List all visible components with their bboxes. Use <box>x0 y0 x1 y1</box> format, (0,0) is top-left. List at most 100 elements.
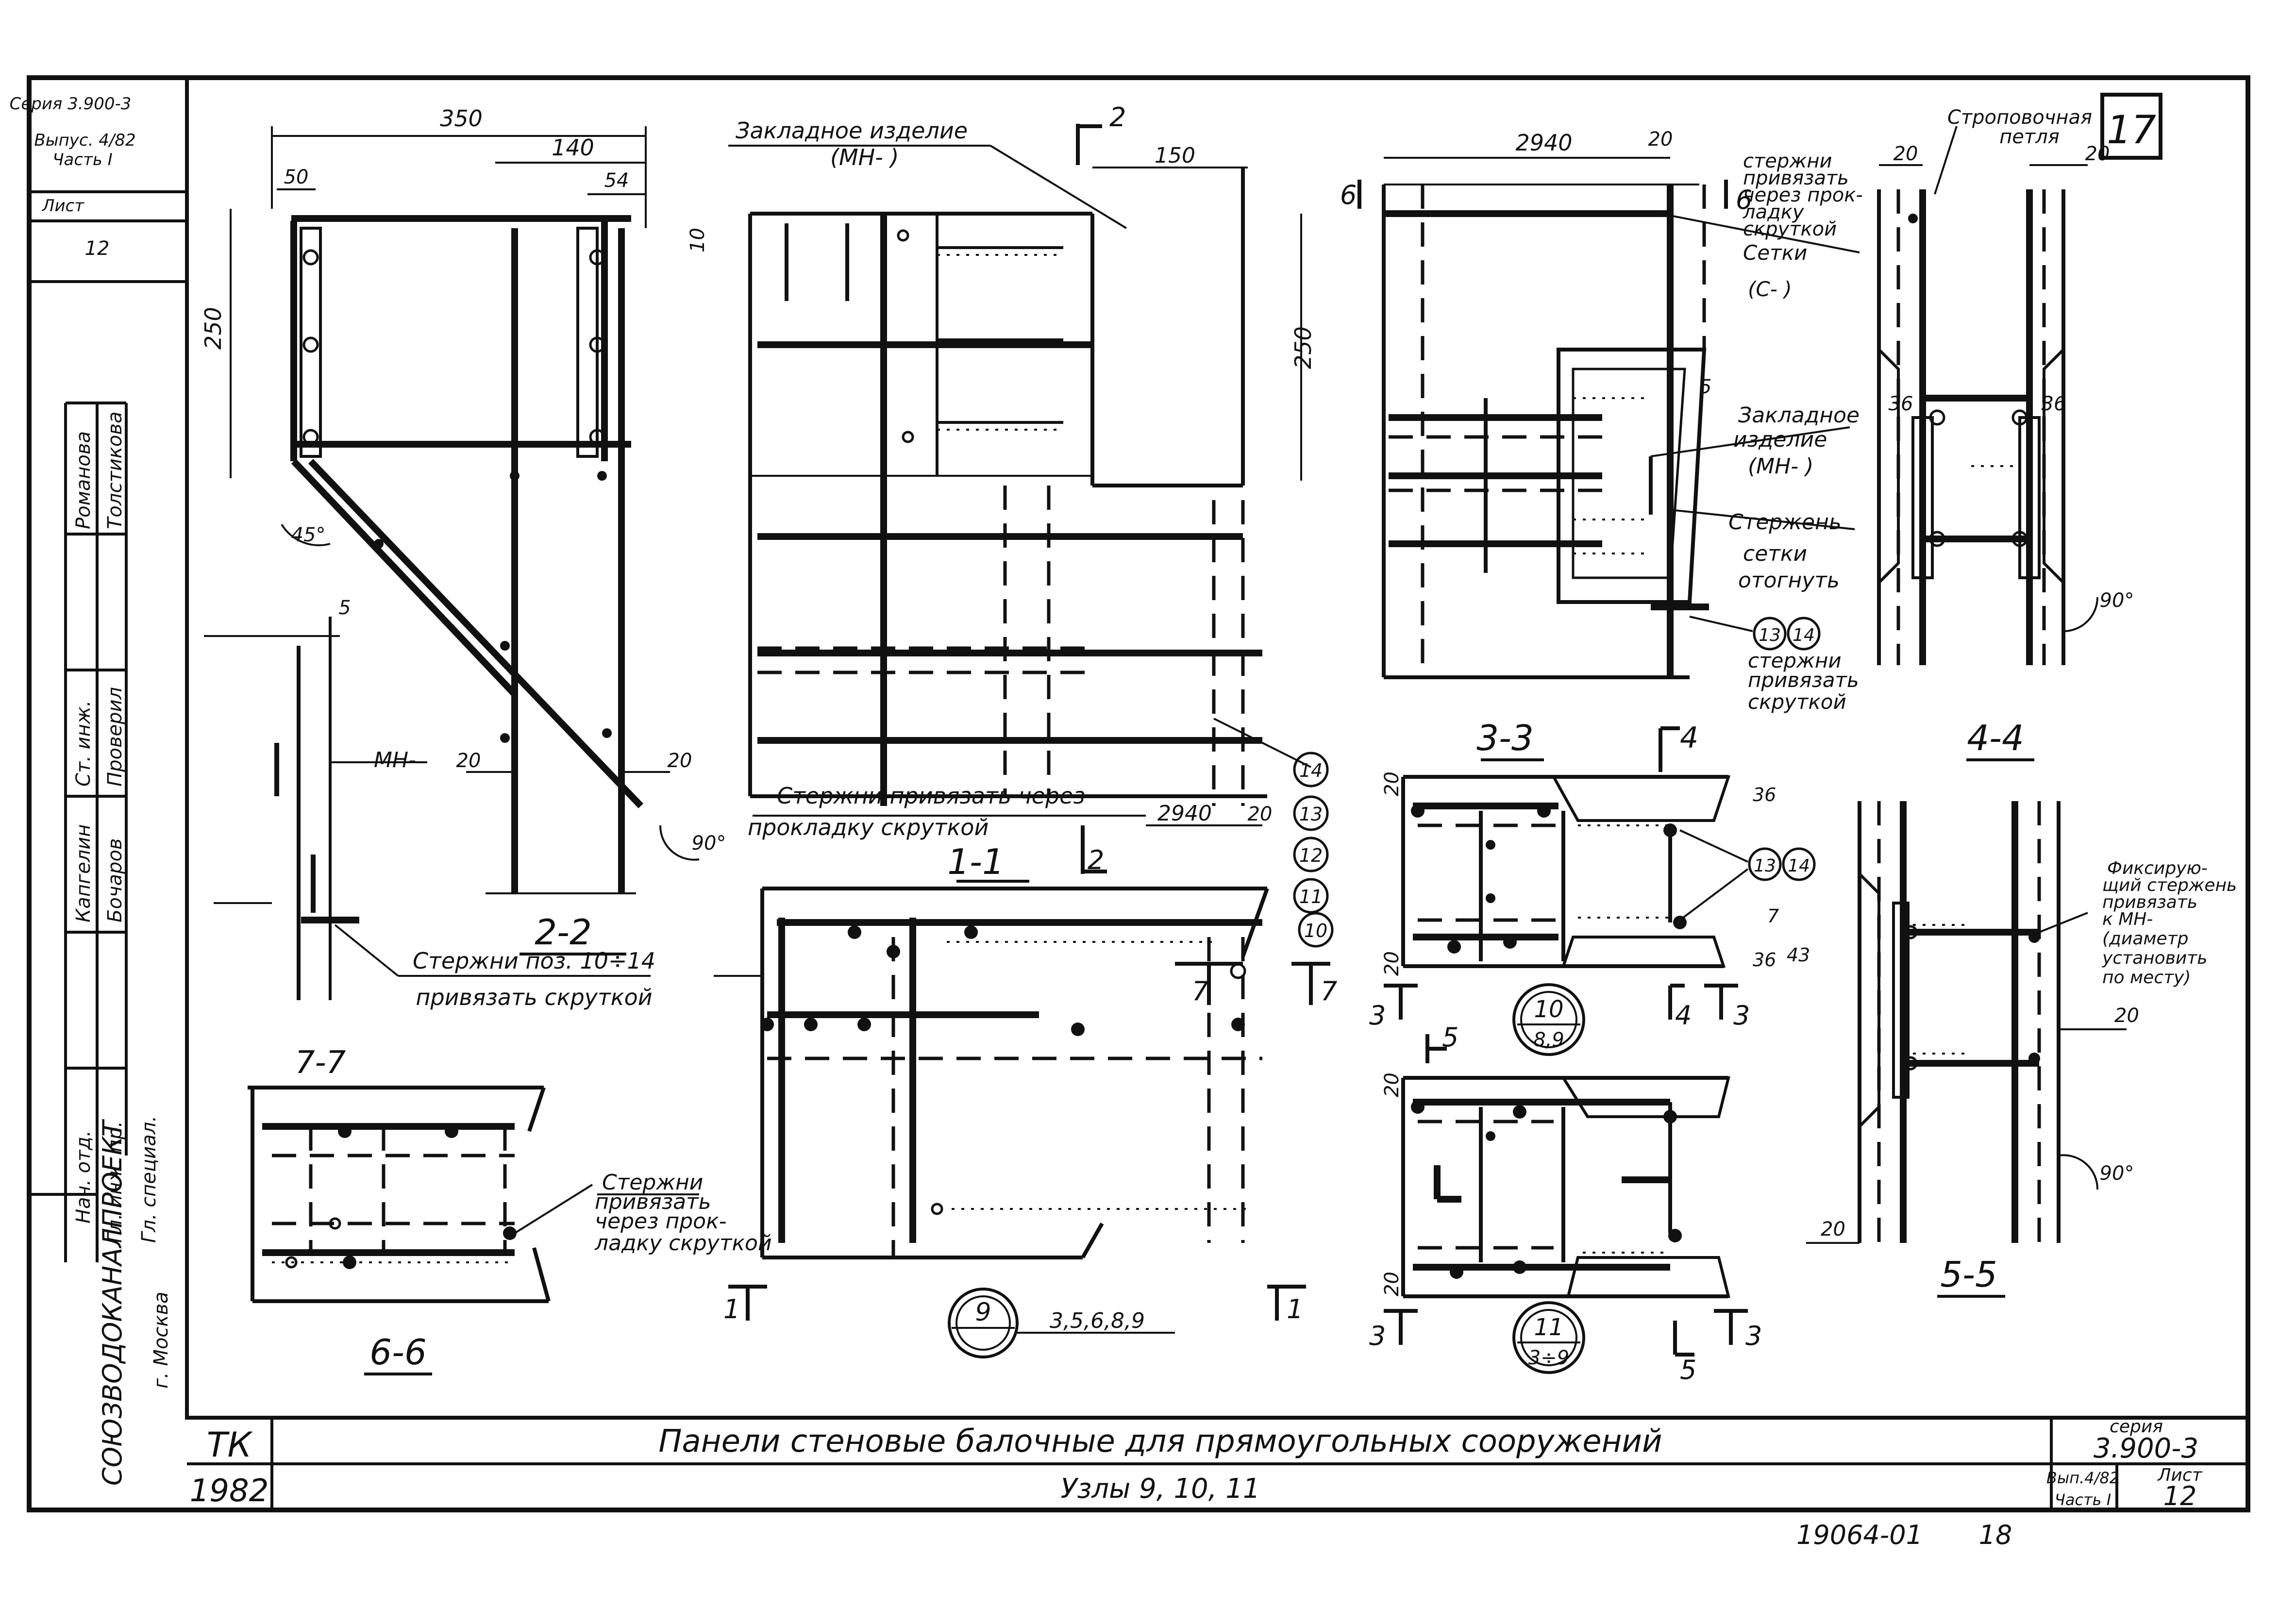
role-chief-eng: Гл. инж. пр. <box>104 1121 126 1243</box>
cut-mark-2-bottom: 2 <box>1088 845 1104 875</box>
node-label-11: 11 <box>1534 1314 1563 1341</box>
fix-note-6: по месту) <box>2102 968 2191 988</box>
loop-label-2: петля <box>1999 126 2060 148</box>
sec-mark-7-right: 7 <box>1321 976 1337 1006</box>
node-10-sub: 8,9 <box>1533 1029 1564 1051</box>
note-77-3: ладку скруткой <box>594 1231 772 1256</box>
stamp-sheet-value: 12 <box>85 237 110 260</box>
dim-n10-c: 7 <box>1767 905 1779 927</box>
role-checked: Проверил <box>104 687 126 787</box>
fix-note-4: (диаметр <box>2102 929 2189 949</box>
callout-14: 14 <box>1299 760 1323 781</box>
dim-44-e2: 20 <box>2085 143 2110 165</box>
dim-44-e1: 20 <box>1894 143 1918 165</box>
rod-33-2: отогнуть <box>1738 568 1840 593</box>
embedded-item-code: (МН- ) <box>830 144 899 170</box>
note-33-b0: стержни <box>1748 649 1842 672</box>
role-senior-eng: Ст. инж. <box>72 700 95 787</box>
node-label-10: 10 <box>1534 996 1563 1023</box>
embedded-33-0: Закладное <box>1738 403 1860 428</box>
rod-33-1: сетки <box>1743 541 1807 566</box>
callout-33-14: 14 <box>1793 625 1815 645</box>
angle-55: 90° <box>2100 1162 2134 1185</box>
note-11-line2: прокладку скруткой <box>748 814 989 840</box>
cut-mark-6-left: 6 <box>1340 180 1357 210</box>
sec-mark-1-right: 1 <box>1287 1294 1303 1324</box>
sec-mark-7-left: 7 <box>1192 976 1208 1006</box>
callout-n10-13: 13 <box>1754 856 1776 876</box>
fix-note-5: установить <box>2102 948 2208 968</box>
callout-12: 12 <box>1299 845 1323 866</box>
note-33-a4: скруткой <box>1743 218 1837 240</box>
view-label-2-2: 2-2 <box>535 912 592 953</box>
page-number: 18 <box>1979 1520 2012 1550</box>
node-9: 7 7 1 1 9 3,5,6,8,9 <box>714 887 1337 1358</box>
sheet-number-box <box>2100 93 2162 160</box>
sec-mark-1-left: 1 <box>723 1294 740 1324</box>
series-value: 3.900-3 <box>2094 1433 2198 1464</box>
note-77-2: через прок- <box>595 1209 727 1234</box>
doc-number: 19064-01 <box>1796 1520 1923 1550</box>
dim-250: 250 <box>200 307 226 350</box>
angle-90: 90° <box>692 832 726 855</box>
node-11-sub: 3÷9 <box>1528 1347 1569 1369</box>
dim-250-b: 250 <box>1290 326 1316 369</box>
dim-n10-a: 20 <box>1381 771 1403 796</box>
sheet-number: 17 <box>2107 107 2156 152</box>
note-33-a2: через прок- <box>1743 184 1863 206</box>
sec-n10-4: 4 <box>1675 1000 1692 1031</box>
view-4-4: Строповочная петля 20 20 36 36 90° 4-4 <box>1877 106 2134 761</box>
sheet-value: 12 <box>2163 1481 2197 1511</box>
view-label-4-4: 4-4 <box>1967 718 2024 758</box>
sheet-title: Панели стеновые балочные для прямоугольн… <box>658 1424 1662 1459</box>
note-33-a1: привязать <box>1743 167 1849 189</box>
role-chief-spec: Гл. специал. <box>138 1116 160 1243</box>
callout-n10-14: 14 <box>1788 856 1810 876</box>
dim-140: 140 <box>552 134 594 161</box>
side-stamp: Серия 3.900-3 Выпус. 4/82 Часть I Лист 1… <box>10 94 187 283</box>
node-11: 5 20 20 11 3÷9 3 5 <box>1369 1022 1762 1385</box>
sec-n10-3-right: 3 <box>1733 1000 1750 1031</box>
role-head-dept: Нач. отд. <box>72 1130 95 1224</box>
dim-n10-d: 36 <box>1753 949 1776 971</box>
dim-44-s1: 36 <box>1889 393 1913 415</box>
view-3-3: 2940 20 6 6 стержни привязать через прок… <box>1340 128 1863 761</box>
dim-54: 54 <box>604 169 629 192</box>
cut-mark-2-top: 2 <box>1109 102 1126 133</box>
dim-2940-a: 2940 <box>1157 801 1212 826</box>
cut-mark-4-top: 4 <box>1680 721 1698 755</box>
sec-n11-3-left: 3 <box>1369 1321 1386 1351</box>
dim-n10-f: 20 <box>1381 951 1403 976</box>
name-2: Бочаров <box>104 838 126 923</box>
note-22-line1: Стержни поз. 10÷14 <box>413 948 655 974</box>
embedded-33-1: изделие <box>1733 427 1827 452</box>
angle-45: 45° <box>291 524 326 546</box>
signature-block: Нач. отд. Гл. инж. пр. Гл. специал. Ст. … <box>29 402 172 1486</box>
dim-n11-a: 20 <box>1381 1073 1403 1097</box>
callout-10: 10 <box>1304 920 1327 941</box>
title-block: ТК 1982 Панели стеновые балочные для пря… <box>187 1416 2248 1550</box>
embedded-item-label: Закладное изделие <box>736 117 968 144</box>
note-33-b1: привязать <box>1748 668 1859 692</box>
dim-20-b: 20 <box>1648 128 1673 151</box>
series-label: серия <box>2110 1417 2163 1437</box>
rod-33-0: Стержень <box>1728 510 1842 535</box>
angle-44: 90° <box>2100 589 2134 612</box>
outer-frame <box>27 75 2250 1512</box>
name-1: Капгелин <box>72 824 95 922</box>
view-label-7-7: 7-7 <box>295 1045 346 1081</box>
view-label-3-3: 3-3 <box>1476 718 1534 758</box>
inner-frame <box>185 76 2250 1420</box>
name-4: Толстикова <box>104 412 126 529</box>
note-33-a0: стержни <box>1743 150 1832 172</box>
view-7-7: 7-7 Стержни привязать через прок- ладку … <box>248 1045 772 1375</box>
detail-num-5: 5 <box>338 597 351 619</box>
sec-n10-3-left: 3 <box>1369 1000 1386 1031</box>
node-label-9: 9 <box>975 1298 991 1327</box>
note-11-line1: Стержни привязать через <box>777 783 1085 809</box>
organization-name: СОЮЗВОДОКАНАЛПРОЕКТ <box>97 1119 128 1486</box>
fix-note-2: привязать <box>2102 892 2197 912</box>
mark-mn: МН- <box>374 748 416 772</box>
view-label-5-5: 5-5 <box>1940 1254 1997 1295</box>
